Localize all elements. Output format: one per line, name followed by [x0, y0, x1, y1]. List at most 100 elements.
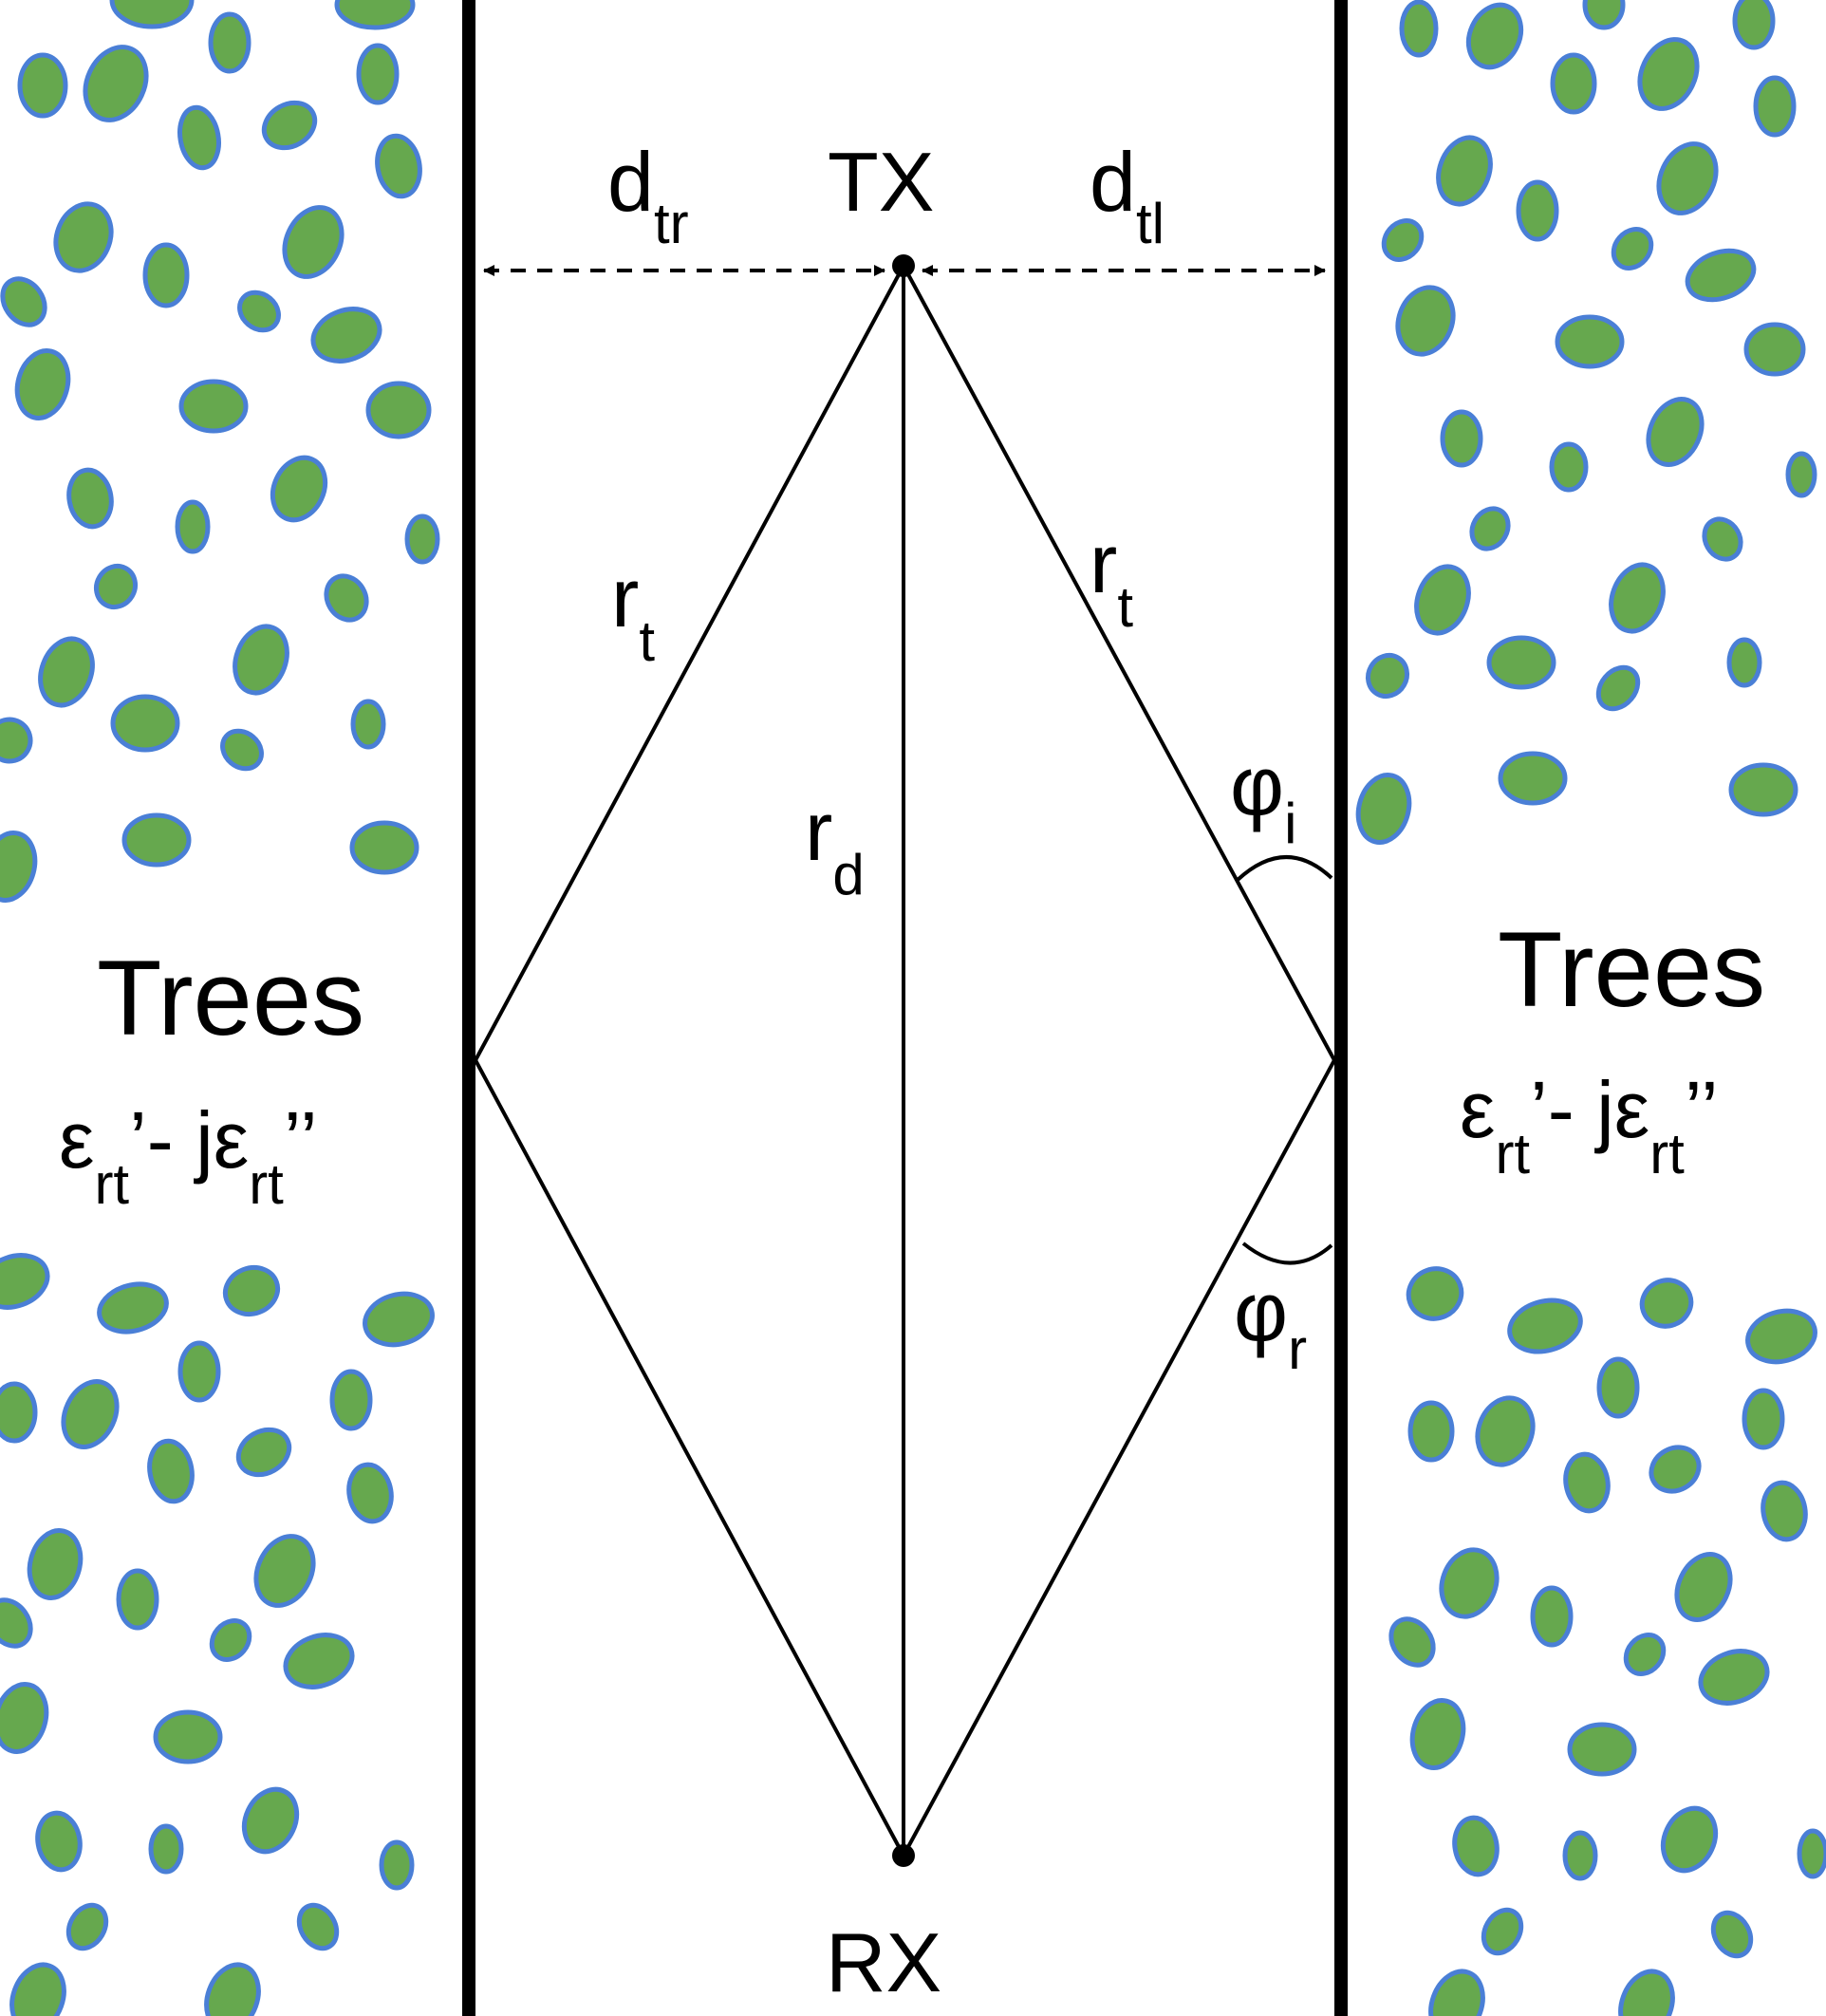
leaf-right-44	[1530, 1585, 1574, 1648]
leaf-right-38	[1596, 1356, 1640, 1419]
leaf-right-25	[1486, 635, 1556, 690]
leaf-right-43	[1439, 1547, 1500, 1619]
reflection-angle-arc	[1241, 1241, 1333, 1265]
d-tr-label: dtr	[607, 135, 689, 255]
leaf-right-18	[1549, 441, 1589, 493]
leaf-left-33	[0, 831, 38, 903]
leaf-right-5	[1550, 52, 1597, 115]
r-t-left-label: rt	[611, 551, 655, 673]
leaf-right-16	[1743, 322, 1806, 377]
leaf-left-44	[346, 1462, 394, 1524]
leaf-left-22	[404, 513, 440, 565]
leaf-right-40	[1563, 1451, 1611, 1514]
leaf-right-3	[1582, 0, 1626, 30]
leaf-right-20	[1785, 451, 1817, 498]
leaf-left-10	[53, 201, 114, 273]
leaf-left-37	[363, 1291, 435, 1348]
leaf-left-12	[282, 205, 345, 279]
leaf-left-23	[93, 563, 139, 610]
tx-node	[892, 254, 915, 277]
leaf-right-12	[1611, 227, 1654, 271]
leaf-right-45	[1674, 1552, 1733, 1622]
leaf-right-22	[1702, 516, 1743, 562]
phi-r-label: φr	[1234, 1264, 1307, 1381]
leaf-left-3	[17, 52, 68, 119]
leaf-right-34	[1639, 1278, 1694, 1329]
path-tx-to-right-wall	[902, 265, 1336, 1061]
leaf-right-15	[1555, 314, 1625, 369]
leaf-left-43	[235, 1427, 292, 1478]
leaf-right-46	[1388, 1616, 1436, 1668]
leaf-left-27	[110, 694, 180, 753]
tree-leaves-right	[1355, 0, 1826, 2016]
leaf-left-34	[0, 1253, 50, 1310]
leaf-left-32	[349, 820, 419, 875]
leaf-left-39	[61, 1379, 120, 1449]
leaf-left-24	[324, 573, 369, 623]
leaf-left-31	[121, 812, 192, 868]
leaf-left-4	[83, 45, 149, 122]
rx-label: RX	[826, 1915, 941, 2009]
leaf-left-55	[241, 1786, 300, 1855]
leaf-right-19	[1646, 397, 1705, 467]
leaf-left-54	[148, 1823, 184, 1875]
leaf-left-46	[116, 1568, 159, 1631]
leaf-left-13	[0, 276, 47, 327]
leaf-left-45	[27, 1528, 84, 1600]
leaf-right-55	[1481, 1907, 1524, 1956]
leaf-right-57	[1428, 1969, 1485, 2016]
leaf-right-26	[1726, 637, 1762, 688]
leaf-right-51	[1452, 1815, 1500, 1877]
leaf-left-15	[310, 307, 382, 364]
leaf-left-52	[153, 1709, 223, 1764]
leaf-left-42	[147, 1438, 195, 1504]
leaf-left-11	[142, 242, 190, 308]
leaf-left-21	[270, 455, 328, 523]
leaf-left-49	[209, 1618, 252, 1662]
leaf-left-8	[177, 104, 221, 171]
leaf-right-32	[1406, 1266, 1464, 1321]
leaf-left-17	[178, 379, 249, 434]
leaf-right-17	[1440, 409, 1483, 468]
leaf-right-39	[1742, 1388, 1785, 1450]
leaf-left-47	[253, 1534, 316, 1608]
trees-right-title: Trees	[1498, 910, 1765, 1029]
leaf-right-53	[1660, 1805, 1719, 1874]
r-d-label: rd	[805, 784, 865, 906]
leaf-right-54	[1797, 1828, 1826, 1879]
leaf-left-51	[0, 1682, 49, 1754]
leaf-right-27	[1365, 652, 1410, 700]
rx-node	[892, 1844, 915, 1867]
leaf-left-6	[261, 100, 318, 151]
path-right-wall-to-rx	[902, 1059, 1336, 1857]
leaf-right-21	[1469, 506, 1511, 551]
leaf-right-50	[1567, 1722, 1637, 1777]
leaf-right-33	[1507, 1297, 1583, 1354]
trees-left-title: Trees	[97, 939, 364, 1057]
leaf-right-35	[1745, 1308, 1817, 1365]
incidence-angle-arc	[1236, 855, 1333, 882]
leaf-right-14	[1395, 285, 1456, 357]
leaf-left-16	[14, 348, 71, 420]
leaf-left-40	[177, 1340, 221, 1403]
leaf-right-4	[1732, 0, 1776, 50]
leaf-left-41	[329, 1369, 373, 1431]
leaf-right-1	[1399, 0, 1439, 58]
leaf-left-53	[35, 1810, 83, 1873]
leaf-left-29	[0, 717, 33, 764]
phi-i-label: φi	[1230, 738, 1296, 855]
leaf-right-8	[1436, 135, 1493, 207]
leaf-left-9	[375, 133, 422, 199]
leaf-left-26	[233, 624, 289, 696]
path-left-wall-to-rx	[474, 1059, 905, 1857]
path-tx-to-left-wall	[474, 265, 905, 1061]
leaf-left-56	[379, 1839, 415, 1891]
trees-left-permittivity: εrt’- jεrt’’	[59, 1095, 318, 1216]
leaf-right-13	[1685, 248, 1757, 303]
leaf-right-42	[1761, 1480, 1808, 1542]
leaf-right-56	[1710, 1910, 1754, 1959]
leaf-right-28	[1595, 664, 1641, 712]
leaf-left-20	[175, 499, 211, 554]
leaf-right-37	[1475, 1395, 1536, 1467]
